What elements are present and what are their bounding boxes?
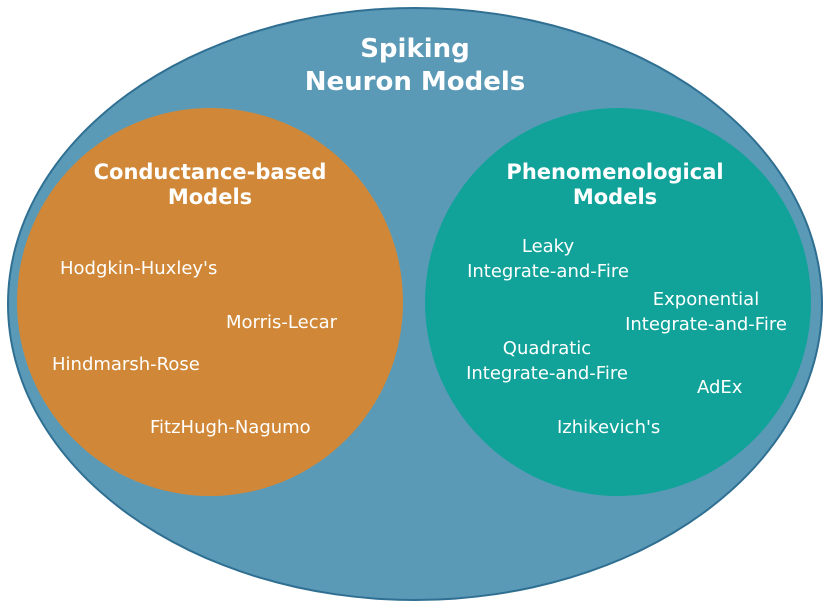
diagram-title-line1: Spiking — [360, 34, 470, 64]
phenomenological-title-line2: Models — [572, 184, 658, 209]
model-fitzhugh-nagumo: FitzHugh-Nagumo — [150, 417, 311, 438]
model-leaky-line2: Integrate-and-Fire — [467, 261, 629, 283]
diagram-title: Spiking Neuron Models — [265, 33, 565, 98]
phenomenological-circle — [425, 108, 811, 496]
conductance-title-line2: Models — [167, 184, 253, 209]
model-leaky-line1: Leaky — [521, 236, 575, 257]
model-quadratic-line1: Quadratic — [502, 338, 592, 359]
model-hindmarsh-rose: Hindmarsh-Rose — [52, 354, 200, 375]
model-izhikevich: Izhikevich's — [557, 417, 661, 438]
model-morris-lecar: Morris-Lecar — [226, 312, 338, 333]
model-quadratic-line2: Integrate-and-Fire — [466, 363, 628, 385]
diagram-title-line2: Neuron Models — [304, 66, 526, 97]
conductance-based-title: Conductance-based Models — [60, 160, 360, 210]
model-quadratic-integrate-and-fire: Quadratic Integrate-and-Fire — [447, 336, 647, 386]
phenomenological-title-line1: Phenomenological — [506, 160, 724, 184]
phenomenological-title: Phenomenological Models — [465, 160, 765, 210]
model-hodgkin-huxley: Hodgkin-Huxley's — [60, 258, 218, 279]
model-leaky-integrate-and-fire: Leaky Integrate-and-Fire — [448, 234, 648, 284]
model-exponential-line2: Integrate-and-Fire — [625, 314, 787, 336]
model-exponential-line1: Exponential — [652, 289, 760, 310]
model-exponential-integrate-and-fire: Exponential Integrate-and-Fire — [606, 287, 806, 337]
conductance-title-line1: Conductance-based — [93, 160, 327, 184]
conductance-based-circle — [17, 108, 403, 496]
model-adex: AdEx — [697, 377, 743, 398]
